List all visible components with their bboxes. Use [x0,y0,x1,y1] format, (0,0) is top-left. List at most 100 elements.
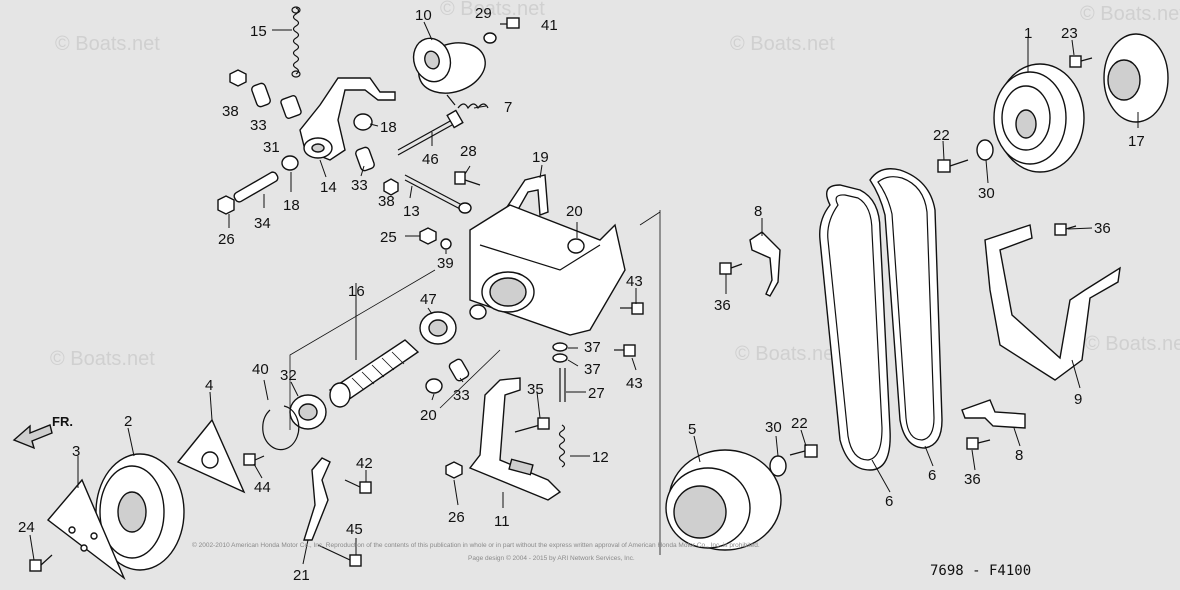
bolt-46 [397,109,464,156]
watermark: © Boats.net [1080,3,1180,25]
collar-33-top [251,82,271,108]
bearing-32 [289,394,327,430]
grommet-20-top [567,238,585,254]
copyright-line-2: Page design © 2004 - 2015 by ARI Network… [468,554,635,562]
callout-30: 30 [978,185,995,202]
leader-lines [29,21,1139,565]
bearing-47 [419,311,457,345]
bolt-28 [454,171,481,186]
callout-17: 17 [1128,133,1145,150]
watermark: © Boats.net [1085,333,1180,355]
bushing-18-lower [281,155,299,171]
callout-26: 26 [218,231,235,248]
callout-7: 7 [504,99,512,116]
callout-33-third: 33 [453,387,470,404]
circlip-40 [262,405,300,451]
callout-20: 20 [566,203,583,220]
assembly-boundary [289,210,661,555]
callout-23: 23 [1061,25,1078,42]
adjust-rod-13 [404,174,472,214]
callout-35: 35 [527,381,544,398]
bolt-43-lower [614,344,636,357]
bolt-43-upper [620,302,644,315]
callout-22-second: 22 [791,415,808,432]
callout-27: 27 [588,385,605,402]
bracket-11 [468,377,562,501]
bracket-19 [503,174,549,216]
gearcase-housing [469,204,626,336]
bolt-41 [500,17,520,29]
washer-39 [440,238,452,250]
callout-37-second: 37 [584,361,601,378]
callout-41: 41 [541,17,558,34]
fr-label: FR. [52,414,73,429]
spring-12 [558,424,566,468]
fr-arrow: FR. [12,414,73,450]
watermark: © Boats.net [735,343,840,365]
callout-33-second: 33 [351,177,368,194]
callout-11: 11 [494,513,510,530]
plate-4 [176,418,246,494]
screw-27 [559,368,566,402]
bolt-42 [344,479,372,494]
callout-44: 44 [254,479,271,496]
collar-31 [280,95,302,119]
diagram-code: 7698 - F4100 [930,563,1031,579]
watermark: © Boats.net [730,33,835,55]
callout-31: 31 [263,139,280,156]
callout-15: 15 [250,23,267,40]
callout-47: 47 [420,291,437,308]
guide-8-upper [749,231,781,297]
bolt-35 [514,417,550,433]
callout-9: 9 [1074,391,1082,408]
watermark: © Boats.net [440,0,545,20]
bolt-44 [243,453,265,466]
callout-36-second: 36 [714,297,731,314]
watermarks: © Boats.net © Boats.net © Boats.net © Bo… [50,0,1180,370]
idler-pulley-10 [412,37,486,94]
clutch-pulley-5 [665,449,782,551]
plate-3 [46,478,126,581]
callout-20-second: 20 [420,407,437,424]
bolt-22-lower [789,444,818,458]
nut-38-mid [383,178,399,196]
guide-9 [984,224,1121,381]
callout-43-second: 43 [626,375,643,392]
callout-6-second: 6 [928,467,936,484]
callout-2: 2 [124,413,132,430]
callout-34: 34 [254,215,271,232]
guide-8-lower [961,399,1026,429]
callout-21: 21 [293,567,310,584]
callout-36: 36 [1094,220,1111,237]
bolt-23 [1069,55,1093,68]
callout-22: 22 [933,127,950,144]
washer-29 [483,32,497,44]
callout-10: 10 [415,7,432,24]
nut-38-top [229,69,247,87]
washer-20-lower [425,378,443,394]
bolt-22-upper [937,159,969,173]
callout-37: 37 [584,339,601,356]
bolt-36-upper [1054,223,1077,236]
shaft-34 [233,171,279,203]
callout-26-second: 26 [448,509,465,526]
nut-26-left [217,195,235,215]
callout-33: 33 [250,117,267,134]
callout-24: 24 [18,519,35,536]
bushing-18-upper [353,113,373,131]
callout-19: 19 [532,149,549,166]
pulley-2 [95,453,185,571]
callout-28: 28 [460,143,477,160]
callout-18-second: 18 [283,197,300,214]
callout-14: 14 [320,179,337,196]
callout-42: 42 [356,455,373,472]
copyright-line-1: © 2002-2010 American Honda Motor Co., In… [192,541,760,549]
callout-12: 12 [592,449,609,466]
callout-43: 43 [626,273,643,290]
washer-37-lower [552,353,568,363]
callout-5: 5 [688,421,696,438]
callout-25: 25 [380,229,397,246]
callout-16: 16 [348,283,365,300]
callout-36-third: 36 [964,471,981,488]
